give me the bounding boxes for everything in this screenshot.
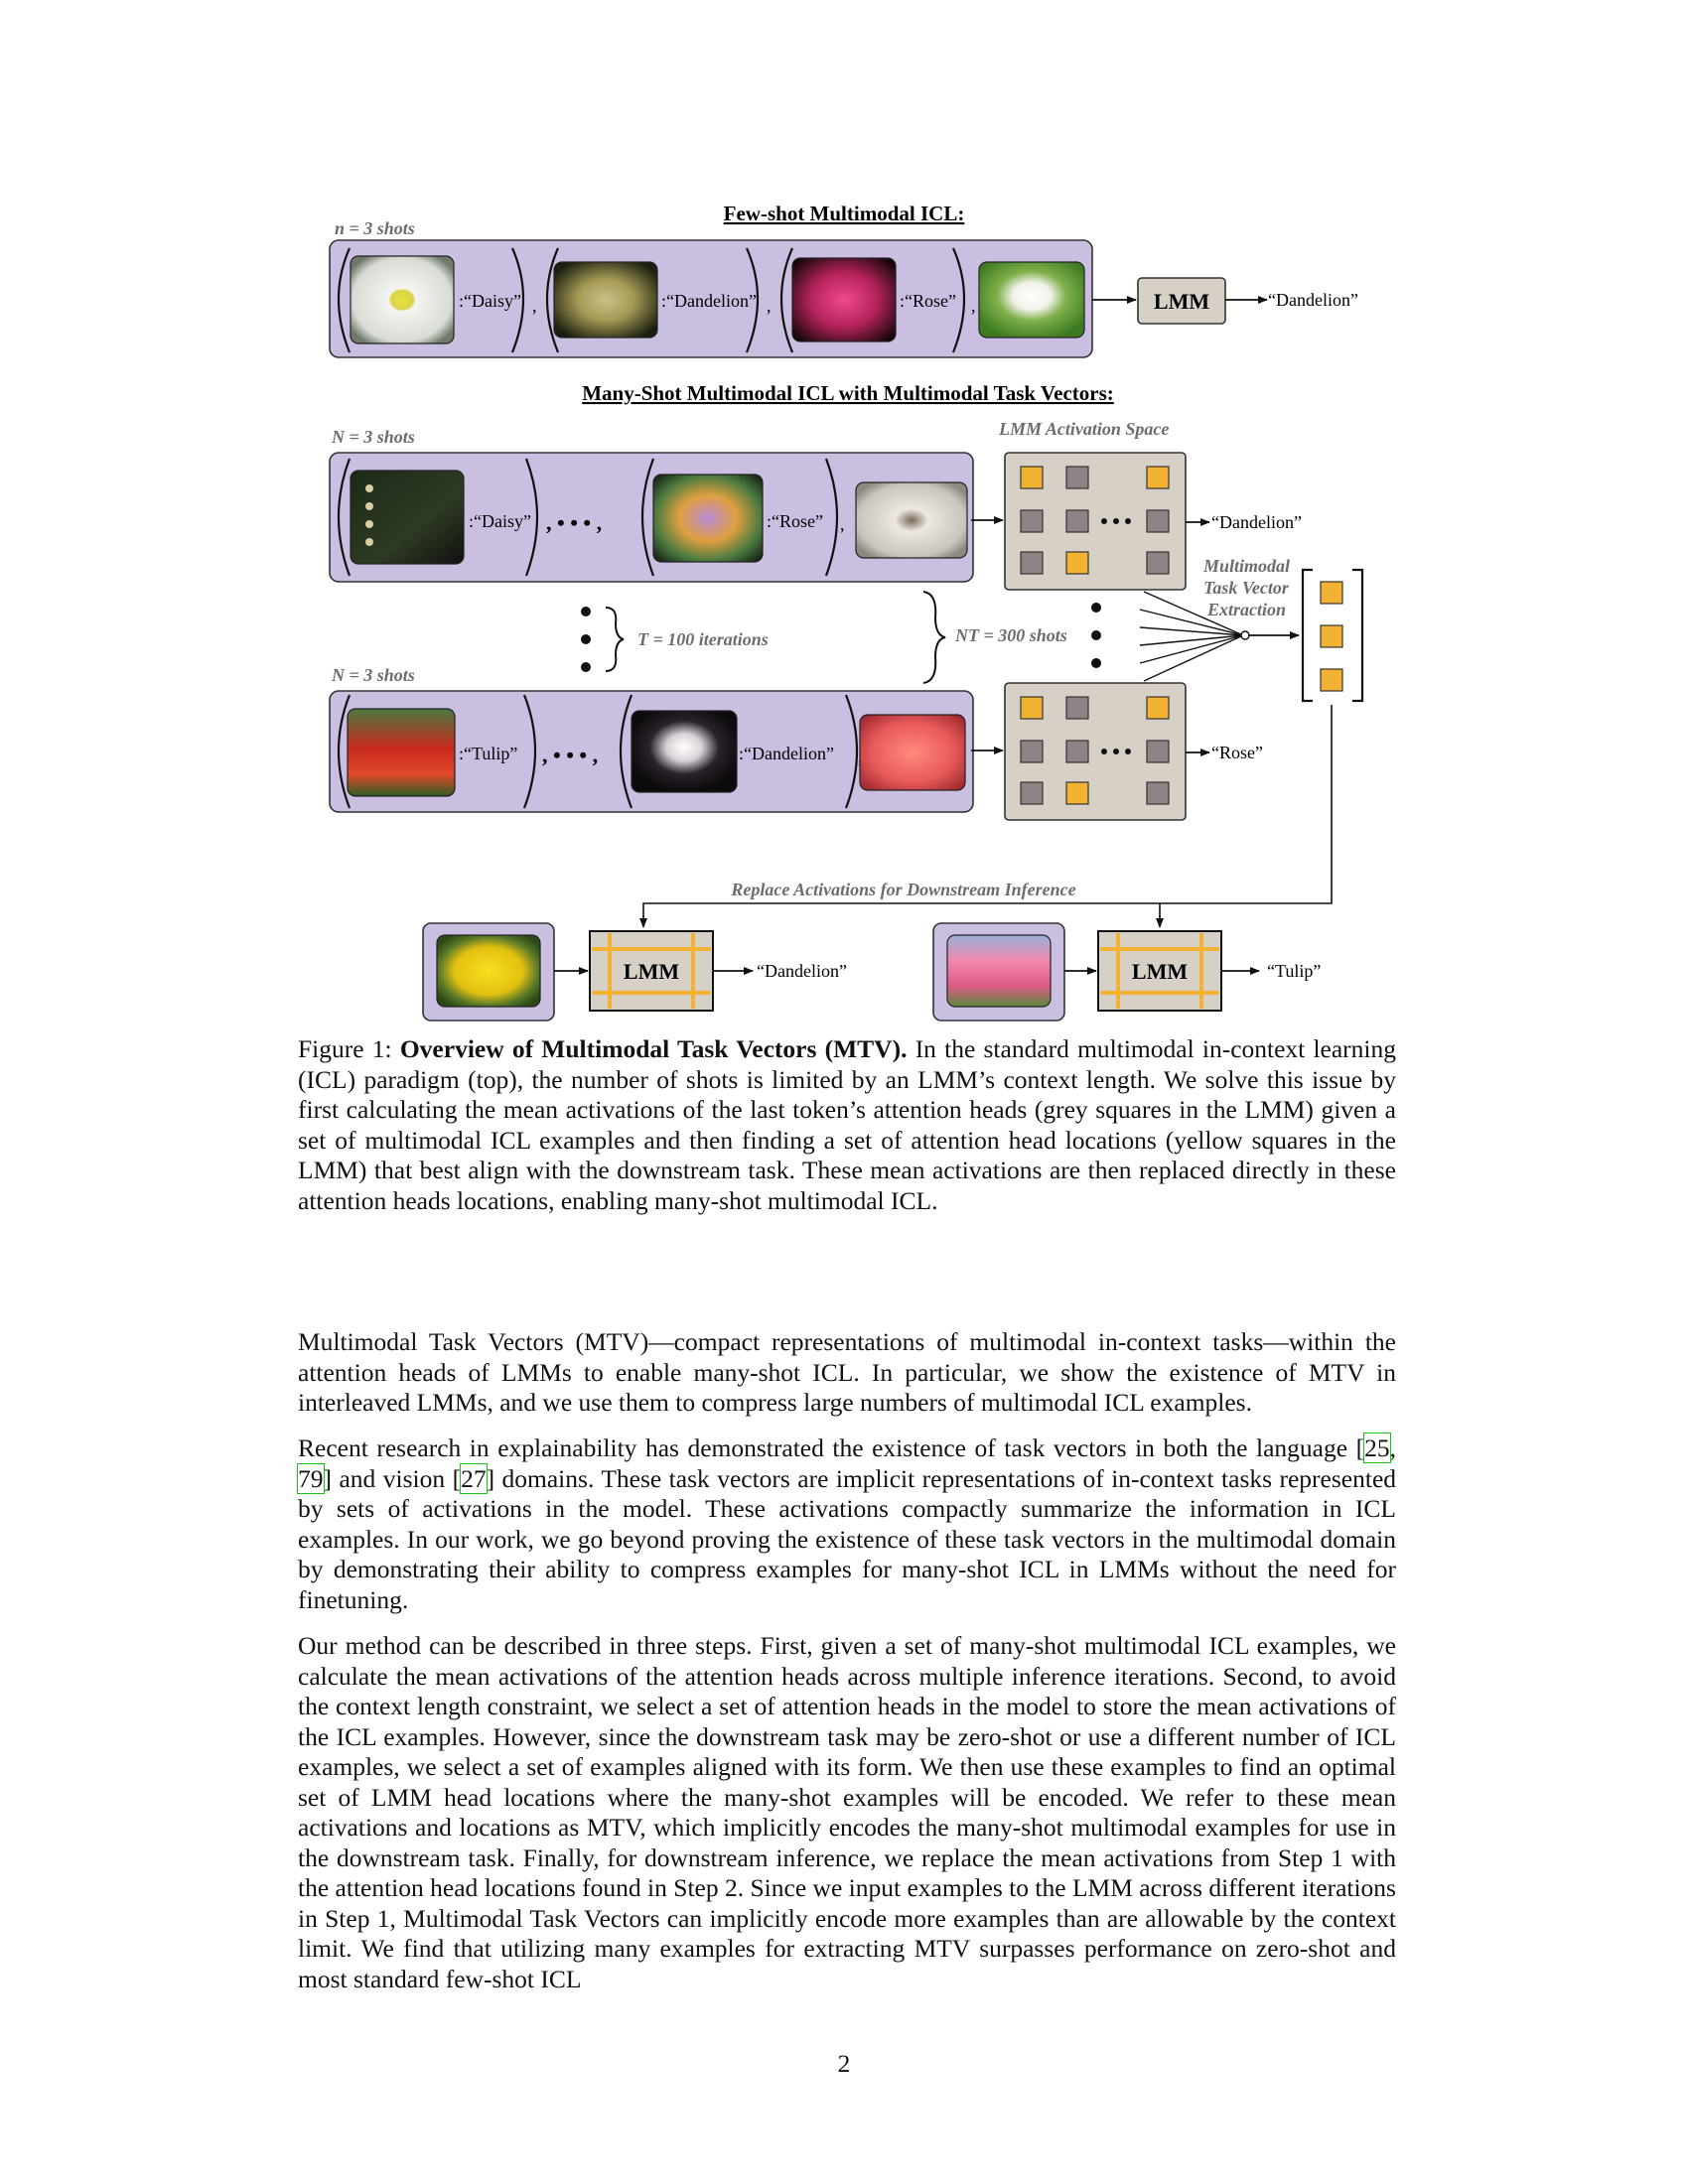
top-ellipsis: , • • • , <box>546 510 602 535</box>
few-shot-comma: , <box>532 296 537 316</box>
extraction-label-line1: Multimodal <box>1202 556 1290 576</box>
bottom-output: “Rose” <box>1211 743 1263 762</box>
top-activation-box <box>1004 452 1187 591</box>
few-shot-lmm-box <box>1137 277 1226 325</box>
paragraph-1: Multimodal Task Vectors (MTV)—compact re… <box>298 1327 1396 1417</box>
bottom-label-tulip: :“Tulip” <box>459 744 517 763</box>
dandelion-seed-image <box>553 261 658 339</box>
citation-27[interactable]: 27 <box>460 1462 488 1494</box>
bottom-ellipsis: , • • • , <box>542 743 598 767</box>
mean-aggregation-node <box>1240 630 1250 640</box>
downstream-right-output: “Tulip” <box>1267 961 1321 981</box>
daisy-image <box>350 255 455 344</box>
few-shot-output: “Dandelion” <box>1268 290 1358 310</box>
downstream-title: Replace Activations for Downstream Infer… <box>730 880 1075 899</box>
iterations-label: T = 100 iterations <box>637 629 769 649</box>
top-shots-label: N = 3 shots <box>331 427 415 447</box>
yellow-dandelion-image <box>436 934 541 1008</box>
few-shot-label-rose: :“Rose” <box>900 291 956 311</box>
tulips-image <box>946 934 1052 1008</box>
tulip-garden-image <box>347 708 456 797</box>
top-output: “Dandelion” <box>1211 512 1302 532</box>
figure-1-diagram: Few-shot Multimodal ICL: n = 3 shots :“D… <box>329 202 1364 1022</box>
task-vector <box>1301 568 1364 703</box>
paragraph-2: Recent research in explainability has de… <box>297 1433 1397 1614</box>
paragraph-2-text-b: and vision <box>339 1463 446 1493</box>
dark-flower-image <box>350 470 465 565</box>
paragraph-2-text-c: domains. These task vectors are implicit… <box>298 1463 1397 1614</box>
activation-space-label: LMM Activation Space <box>998 419 1169 439</box>
few-shot-label-daisy: :“Daisy” <box>459 291 521 311</box>
rose-image <box>791 257 897 342</box>
total-shots-label: NT = 300 shots <box>954 625 1067 645</box>
downstream-left-output: “Dandelion” <box>757 961 847 981</box>
top-label-daisy: :“Daisy” <box>469 511 531 531</box>
paragraph-3: Our method can be described in three ste… <box>298 1631 1396 1993</box>
bottom-shots-label: N = 3 shots <box>331 665 415 685</box>
caption-text: In the standard multimodal in-context le… <box>298 1034 1397 1215</box>
query-dandelion-image <box>978 261 1085 339</box>
figure-caption: Figure 1: Overview of Multimodal Task Ve… <box>298 1034 1396 1216</box>
few-shot-comma: , <box>971 296 976 316</box>
top-comma: , <box>840 514 845 534</box>
bottom-label-dandelion: :“Dandelion” <box>739 744 834 763</box>
many-shot-title: Many-Shot Multimodal ICL with Multimodal… <box>582 381 1114 405</box>
caption-bold: Overview of Multimodal Task Vectors (MTV… <box>399 1034 908 1063</box>
page-number: 2 <box>837 2049 851 2078</box>
pink-roses-image <box>859 714 966 791</box>
paragraph-2-text-a: Recent research in explainability has de… <box>298 1433 1348 1462</box>
seed-head-image <box>855 481 968 559</box>
citation-25[interactable]: 25 <box>1363 1433 1391 1463</box>
few-shot-shots-label: n = 3 shots <box>335 218 415 238</box>
many-shot-top-panel <box>329 452 974 583</box>
caption-label: Figure 1: <box>298 1034 392 1063</box>
extraction-label-line2: Task Vector <box>1203 578 1290 598</box>
downstream-right-lmm-label: LMM <box>1132 959 1188 984</box>
few-shot-lmm-label: LMM <box>1154 289 1209 314</box>
few-shot-title: Few-shot Multimodal ICL: <box>724 202 965 225</box>
citation-79[interactable]: 79 <box>297 1462 325 1494</box>
bouquet-image <box>652 474 764 563</box>
wispy-dandelion-image <box>631 710 738 793</box>
downstream-right-lmm <box>1097 930 1222 1012</box>
downstream-left-lmm-label: LMM <box>624 959 679 984</box>
bottom-activation-box <box>1004 682 1187 821</box>
few-shot-label-dandelion: :“Dandelion” <box>661 291 757 311</box>
top-label-rose: :“Rose” <box>767 511 823 531</box>
extraction-label-line3: Extraction <box>1206 600 1286 619</box>
few-shot-comma: , <box>767 296 772 316</box>
